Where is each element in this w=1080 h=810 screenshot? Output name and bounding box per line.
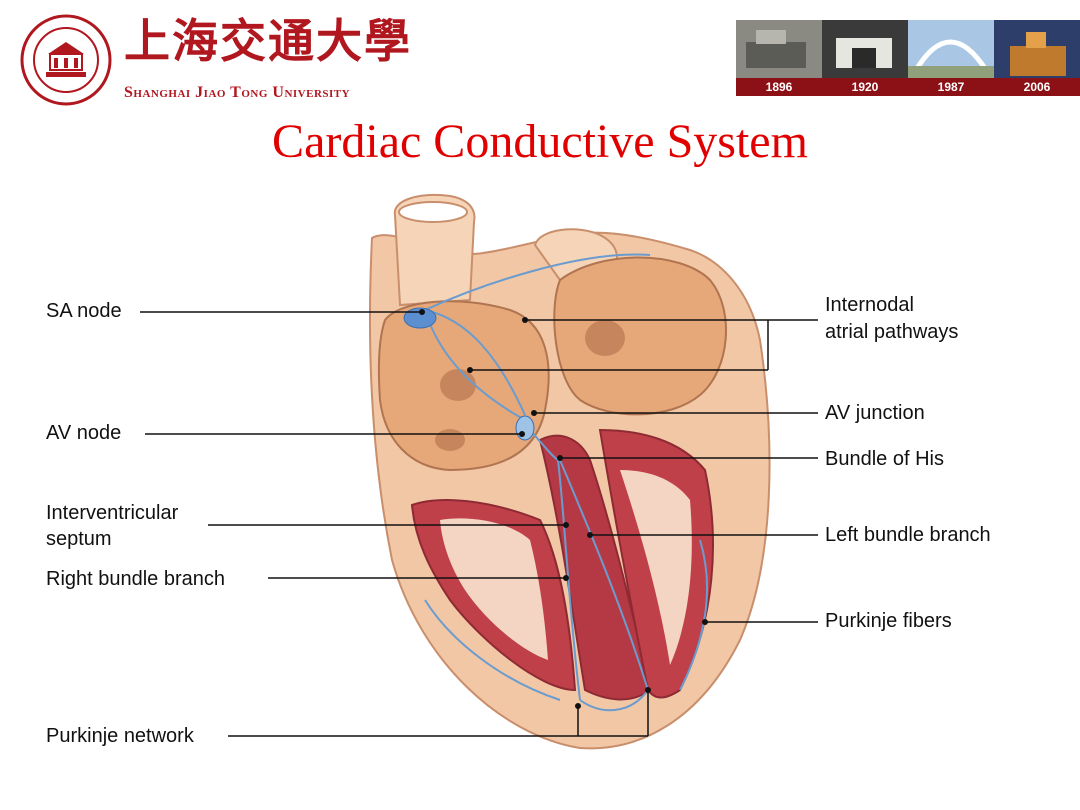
year-label: 1920 (851, 80, 879, 94)
purkinje-network (579, 689, 649, 712)
internodal-pathway (424, 309, 526, 421)
left-ventricle-cavity (620, 470, 692, 665)
label-right-bundle-branch: Right bundle branch (46, 568, 226, 590)
purkinje-fibers (424, 599, 561, 701)
heart-illustration (140, 194, 818, 750)
year-label: 1987 (937, 80, 965, 94)
history-banner: 1896 1920 1987 2006 (736, 20, 1080, 96)
university-name-english: Shanghai Jiao Tong University (124, 84, 351, 101)
purkinje-fibers (679, 539, 709, 691)
university-seal-logo (20, 14, 112, 106)
superior-vena-cava (393, 194, 476, 307)
university-name-chinese: 上海交通大學 (124, 14, 412, 68)
label-internodal: Internodal (825, 294, 914, 316)
internodal-pathway (424, 309, 526, 416)
label-bundle-of-his: Bundle of His (825, 448, 944, 470)
label-purkinje-network: Purkinje network (46, 725, 194, 747)
banner-years: 1896 1920 1987 2006 (736, 78, 1080, 96)
atrial-opening (440, 369, 476, 401)
year-label: 1896 (765, 80, 793, 94)
year-label: 2006 (1023, 80, 1051, 94)
label-av-junction: AV junction (825, 402, 925, 424)
right-bundle-branch (557, 459, 581, 701)
left-atrium (553, 256, 727, 416)
right-ventricle-cavity (440, 518, 548, 660)
label-av-node: AV node (46, 422, 122, 444)
internodal-pathway (424, 253, 651, 311)
campus-photos (736, 20, 1080, 78)
coronary-sinus (435, 429, 465, 451)
label-left-bundle-branch: Left bundle branch (825, 524, 991, 546)
label-atrial-pathways: atrial pathways (825, 321, 959, 343)
header: 上海交通大學 Shanghai Jiao Tong University 189… (0, 0, 1080, 110)
vena-cava-opening (398, 201, 468, 223)
left-bundle-branch (559, 459, 649, 691)
sa-node (403, 307, 437, 329)
av-node (515, 415, 535, 441)
label-sa-node: SA node (46, 300, 122, 322)
label-interventricular: Interventricular (46, 502, 179, 524)
heart-diagram: SA node AV node Interventricular septum … (0, 185, 1080, 810)
label-purkinje-fibers: Purkinje fibers (825, 610, 952, 632)
page-title: Cardiac Conductive System (272, 115, 808, 168)
pulmonary-vein-opening (585, 320, 625, 356)
label-septum: septum (46, 528, 112, 550)
